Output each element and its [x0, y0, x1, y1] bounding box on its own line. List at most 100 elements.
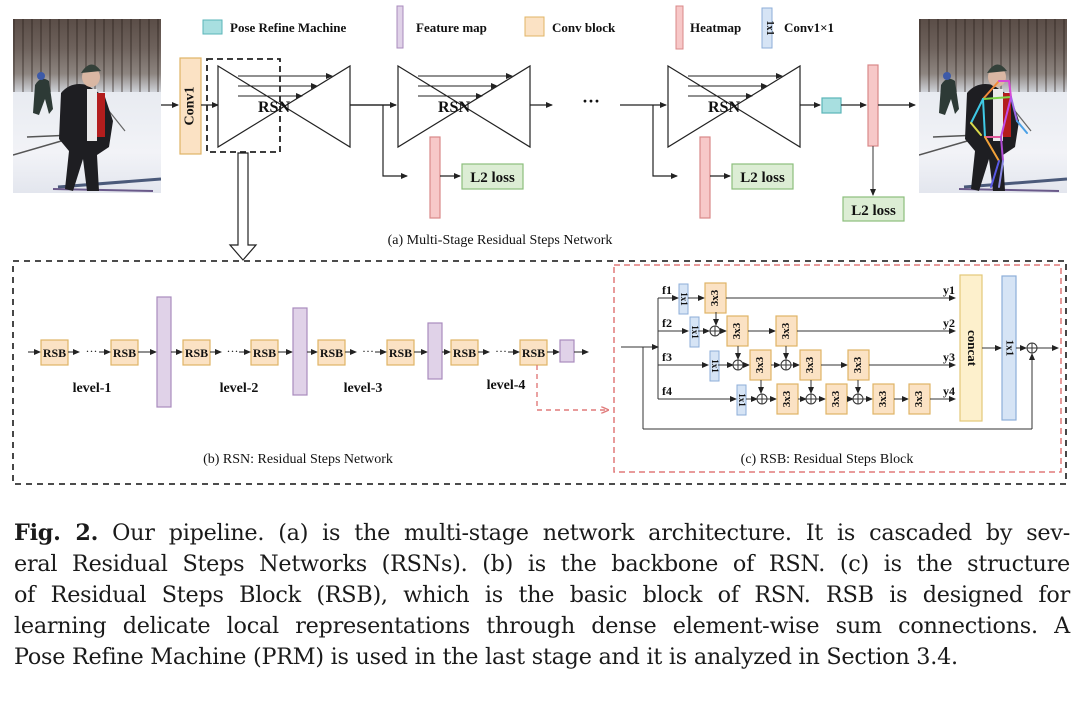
- legend: Pose Refine Machine Feature map Conv blo…: [202, 5, 834, 50]
- level-label: level-2: [220, 381, 259, 396]
- rsb-block: [317, 339, 346, 366]
- rsb-label: RSB: [113, 346, 136, 360]
- output-label-y2: y2: [943, 316, 955, 330]
- heatmap-branch: [652, 105, 678, 179]
- legend-item-heatmap: Heatmap: [675, 5, 741, 50]
- legend-label-heatmap: Heatmap: [690, 20, 741, 35]
- input-label-f3: f3: [662, 350, 672, 364]
- rsb-zoom-connector: [536, 365, 608, 410]
- output-label-y3: y3: [943, 350, 955, 364]
- conv1-label: Conv1: [183, 87, 198, 126]
- pose-refine-machine: [821, 97, 842, 114]
- intermediate-heatmap: [699, 136, 711, 219]
- conv1x1-block: [689, 316, 700, 348]
- l2-loss-box: [731, 163, 794, 190]
- conv3x3-label: 3x3: [913, 390, 925, 407]
- legend-label-feature-map: Feature map: [416, 20, 487, 35]
- rsn-stage-2: RSN L2 loss: [350, 64, 553, 219]
- conv3x3-label: 3x3: [877, 390, 889, 407]
- input-label-f2: f2: [662, 316, 672, 330]
- final-heatmap: [867, 64, 879, 147]
- rsb-label: RSB: [453, 346, 476, 360]
- conv3x3-label: 3x3: [804, 356, 816, 373]
- conv3x3-label: 3x3: [852, 356, 864, 373]
- legend-item-feature-map: Feature map: [396, 5, 487, 49]
- feature-map: [559, 339, 575, 363]
- rsn-label: RSN: [258, 99, 290, 116]
- l2-loss-label: L2 loss: [470, 170, 515, 186]
- expand-arrow-icon: [228, 152, 258, 261]
- caption-line-2: eral Residual Steps Networks (RSNs). (b)…: [14, 551, 1070, 577]
- l2-loss-label: L2 loss: [740, 170, 785, 186]
- legend-label-conv-block: Conv block: [552, 20, 616, 35]
- rsb-block: [110, 339, 139, 366]
- rsb-ellipsis: ···: [227, 344, 239, 358]
- level-label: level-3: [344, 381, 383, 396]
- caption-line-5: Pose Refine Machine (PRM) is used in the…: [14, 644, 958, 670]
- legend-item-prm: Pose Refine Machine: [202, 19, 346, 35]
- heatmap-branch: [382, 105, 408, 179]
- final-l2-loss-label: L2 loss: [851, 203, 896, 219]
- conv3x3-label: 3x3: [780, 322, 792, 339]
- rsb-label: RSB: [389, 346, 412, 360]
- rsn-stage-1: RSN: [217, 64, 396, 149]
- conv3x3-label: 3x3: [731, 322, 743, 339]
- conv3x3-label: 3x3: [781, 390, 793, 407]
- level-label: level-1: [73, 381, 112, 396]
- level-label: level-4: [487, 378, 526, 393]
- l2-loss-box: [461, 163, 524, 190]
- feature-map: [156, 296, 172, 408]
- panel-a-caption: (a) Multi-Stage Residual Steps Network: [388, 233, 613, 248]
- concat-label: concat: [965, 330, 980, 367]
- pipeline-diagram: Pose Refine Machine Feature map Conv blo…: [12, 5, 1067, 485]
- figure-label: Fig. 2.: [14, 520, 99, 546]
- legend-glyph-1x1: 1x1: [764, 21, 775, 36]
- feature-map: [427, 322, 443, 380]
- rsb-ellipsis: ···: [86, 344, 98, 358]
- conv3x3-label: 3x3: [709, 289, 721, 306]
- rsn-label: RSN: [708, 99, 740, 116]
- pose-skeleton-overlay: [970, 80, 1028, 188]
- rsb-ellipsis: ···: [362, 344, 374, 358]
- conv1x1-block: [709, 350, 720, 382]
- panel-b-caption: (b) RSN: Residual Steps Network: [203, 452, 393, 467]
- caption-line-1: Fig. 2. Our pipeline. (a) is the multi-s…: [14, 518, 1070, 549]
- conv3x3-label: 3x3: [754, 356, 766, 373]
- caption-line-4: learning delicate local representations …: [14, 613, 1070, 639]
- fusion-conv1x1-label: 1x1: [1003, 340, 1015, 357]
- rsb-label: RSB: [185, 346, 208, 360]
- level-1-group: RSB RSB ··· level-1: [40, 296, 183, 408]
- conv1x1-label: 1x1: [679, 292, 689, 306]
- legend-item-conv1x1: 1x1 Conv1×1: [761, 7, 834, 49]
- legend-label-conv1x1: Conv1×1: [784, 20, 834, 35]
- figure-caption: Fig. 2. Our pipeline. (a) is the multi-s…: [14, 518, 1070, 673]
- rsn-zoom-highlight: [206, 58, 281, 153]
- conv1-block: [179, 57, 202, 155]
- intermediate-heatmap: [429, 136, 441, 219]
- panel-b-rsn: (b) RSN: Residual Steps Network RSB RSB ··…: [28, 296, 589, 467]
- feature-map: [292, 307, 308, 396]
- conv1x1-block: [678, 283, 689, 315]
- rsn-label: RSN: [438, 99, 470, 116]
- final-l2-loss: [842, 196, 905, 222]
- caption-line-3: of Residual Steps Block (RSB), which is …: [14, 582, 1070, 608]
- input-label-f1: f1: [662, 283, 672, 297]
- caption-text-1: Our pipeline. (a) is the multi-stage net…: [98, 520, 1071, 546]
- conv3x3-label: 3x3: [830, 390, 842, 407]
- panel-c-caption: (c) RSB: Residual Steps Block: [741, 452, 914, 467]
- conv1x1-label: 1x1: [737, 393, 747, 407]
- rsb-ellipsis: ···: [495, 344, 507, 358]
- skier-figure-with-pose: [919, 64, 1067, 192]
- rsb-label: RSB: [253, 346, 276, 360]
- rsb-block: [182, 339, 211, 366]
- level-2-group: RSB RSB ··· level-2: [182, 307, 318, 396]
- conv1x1-label: 1x1: [710, 359, 720, 373]
- rsb-label: RSB: [43, 346, 66, 360]
- legend-item-conv-block: Conv block: [524, 16, 616, 37]
- skier-figure: [13, 64, 161, 192]
- input-photo: [13, 19, 161, 193]
